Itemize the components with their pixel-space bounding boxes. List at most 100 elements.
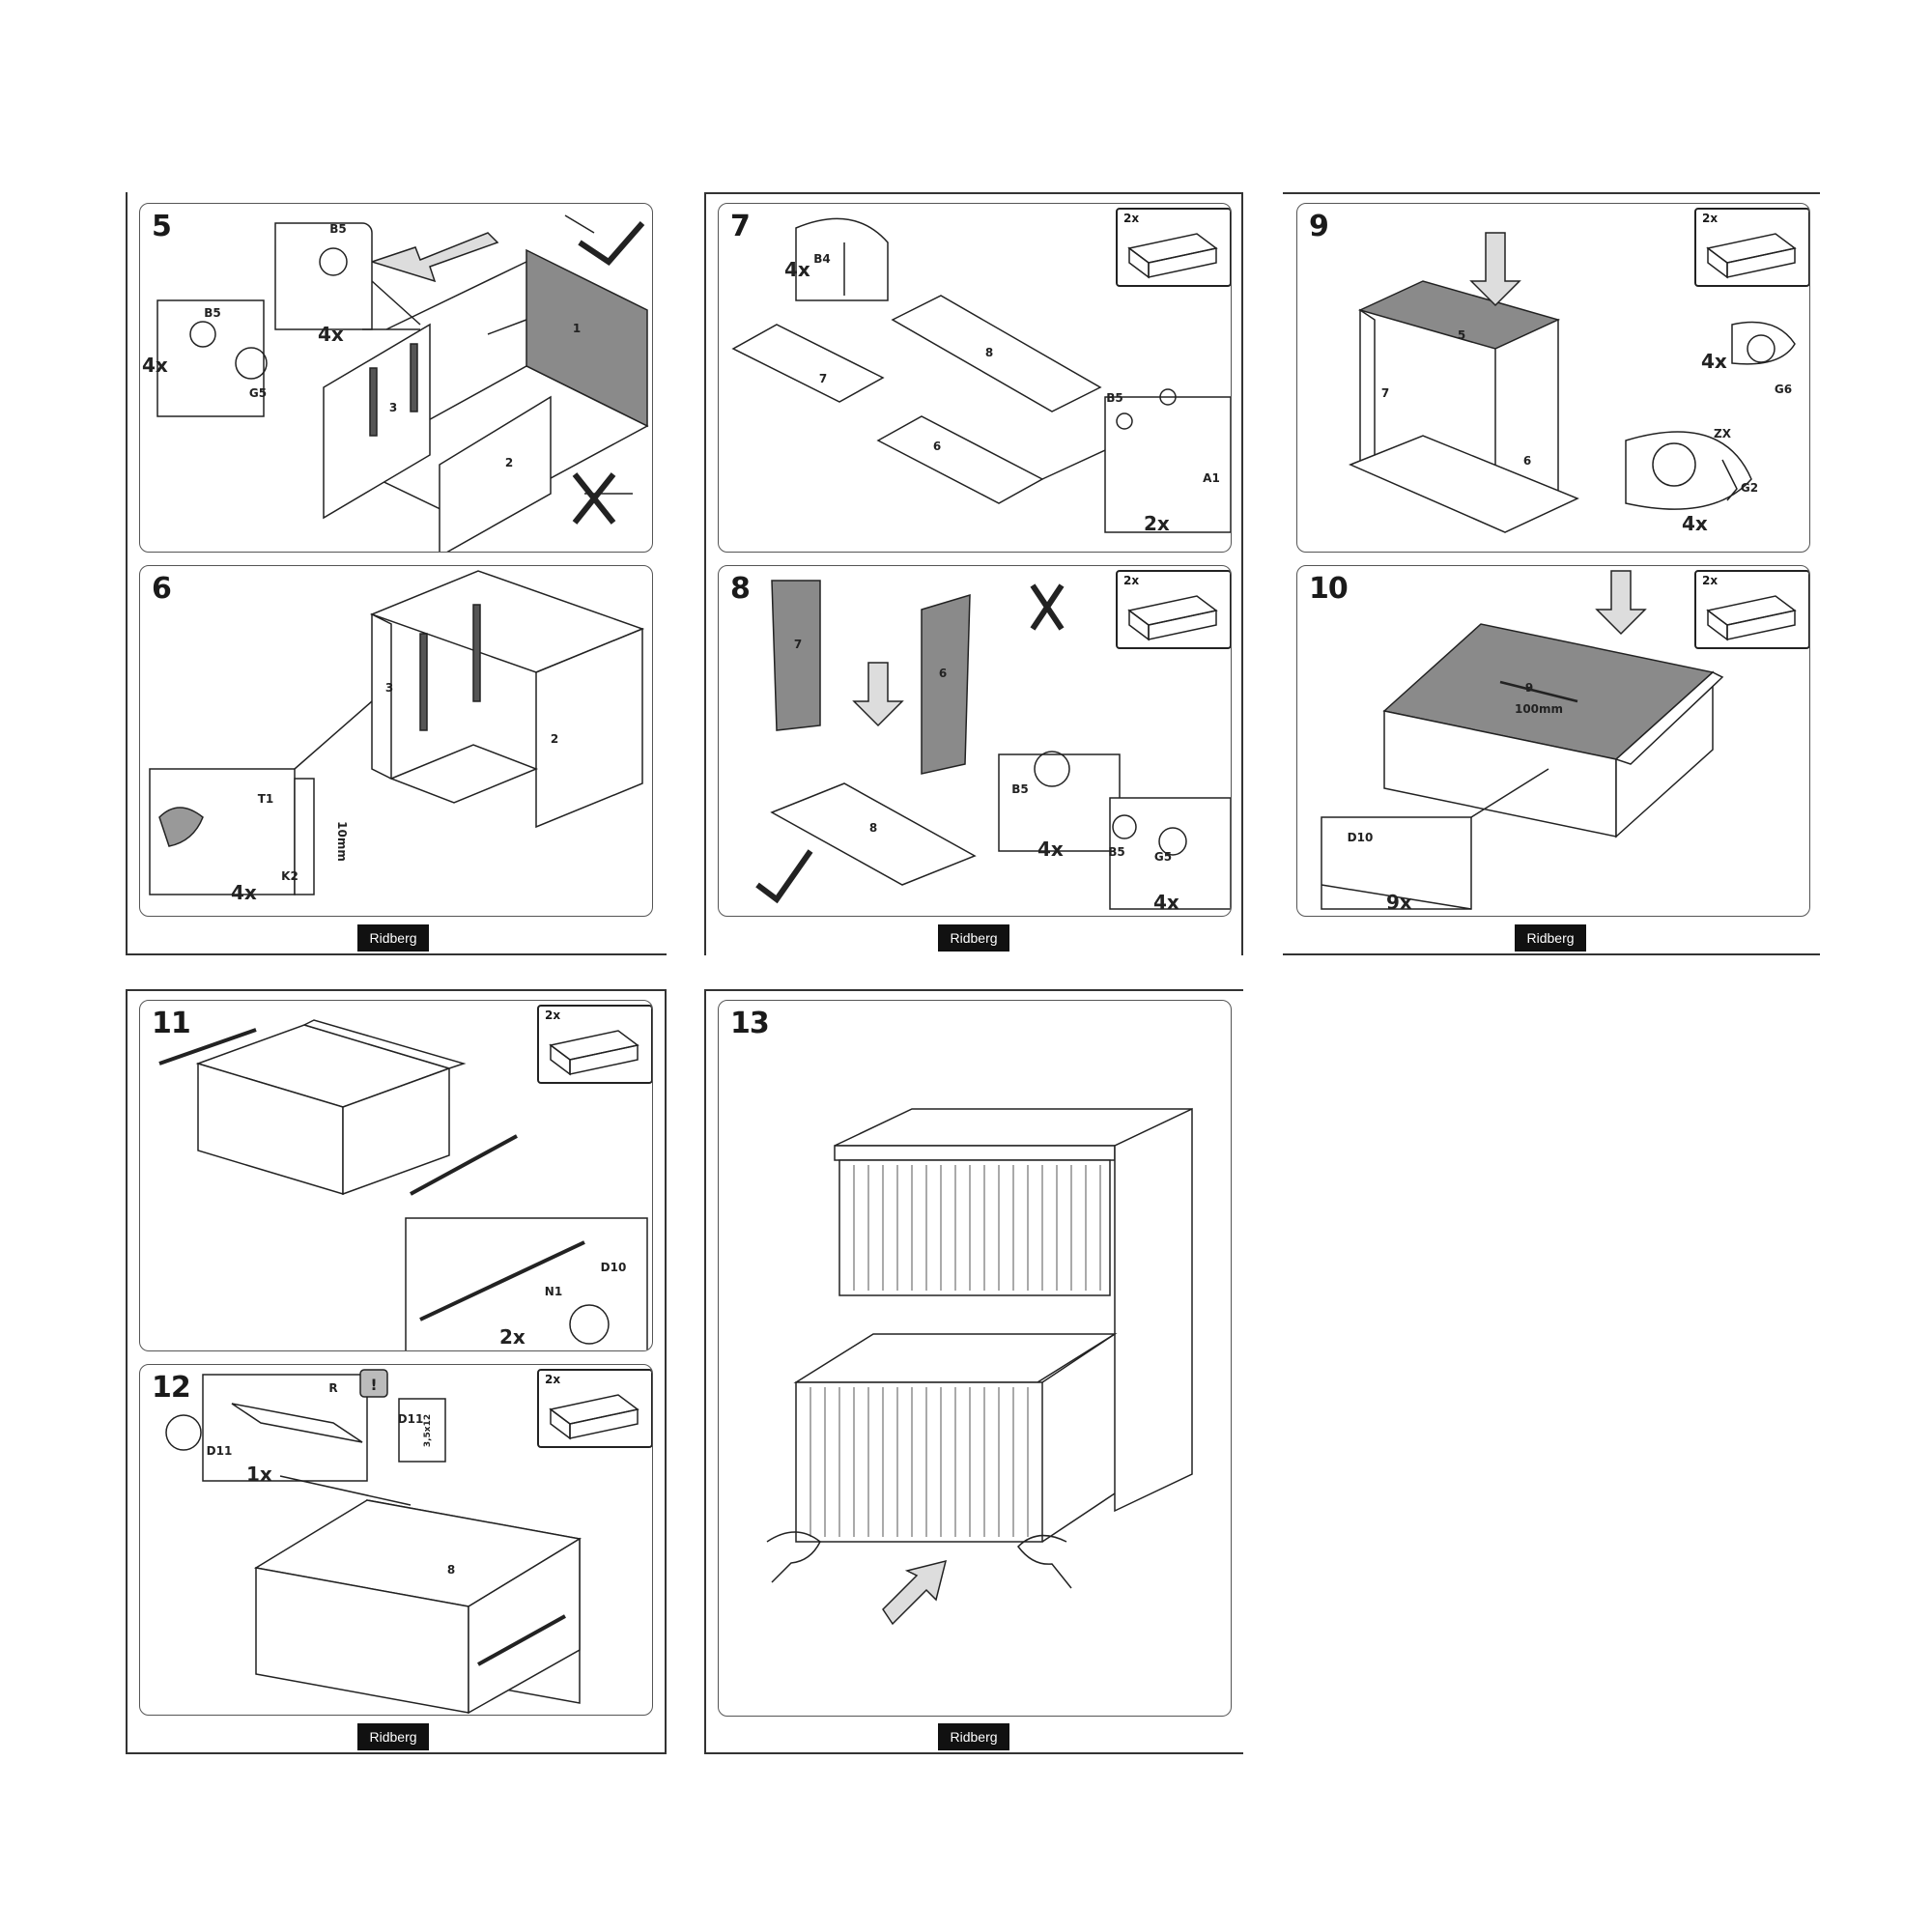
quantity-label: 2x [499,1325,526,1349]
step-number: 6 [152,572,172,606]
drawer-quantity-badge: 2x [537,1005,652,1084]
brand-logo: Ridberg [938,1723,1009,1750]
quantity-label: 1x [246,1463,272,1486]
part-label: 3 [389,401,397,414]
step-6-panel: 6 3 2 T1 K2 10mm 4x [139,565,653,917]
fitting-label: K2 [281,869,298,883]
step-number: 8 [730,572,751,606]
sheet-right-rule [1241,192,1243,955]
fitting-label: ZX [1714,427,1732,440]
drawer-icon [549,1394,639,1440]
quantity-label: 4x [1682,512,1708,535]
step-number: 11 [152,1007,191,1040]
brand-logo: Ridberg [357,924,429,952]
step-13-illustration [766,1107,1193,1626]
step-number: 12 [152,1371,191,1405]
sheet-top-rule [704,989,1243,991]
quantity-label: 9x [1386,891,1412,914]
fitting-label: B5 [1011,782,1029,796]
step-9-panel: 9 5 6 7 G6 ZX G2 [1296,203,1810,553]
part-label: R [328,1381,337,1395]
part-label: 2 [505,456,513,469]
measure-label: 10mm [335,821,349,862]
quantity-label: 4x [318,323,344,346]
part-label: 8 [447,1563,455,1577]
drawer-quantity: 2x [1702,574,1719,587]
step-6-illustration: 3 2 T1 K2 10mm 4x [149,570,645,904]
fitting-label: G5 [249,386,267,400]
brand-logo: Ridberg [1515,924,1586,952]
drawer-quantity-badge: 2x [1694,208,1809,287]
part-label: 8 [985,346,993,359]
drawer-quantity: 2x [1702,212,1719,225]
drawer-icon [1706,595,1797,641]
quantity-label: 4x [142,354,168,377]
part-label: 8 [869,821,877,835]
drawer-quantity-badge: 2x [537,1369,652,1448]
sheet-left-rule [704,989,706,1754]
part-label: 9 [1525,681,1533,695]
step-number: 9 [1309,210,1329,243]
brand-logo: Ridberg [357,1723,429,1750]
drawer-quantity: 2x [1123,574,1140,587]
sheet-right-rule [665,989,667,1754]
fitting-label: B4 [813,252,831,266]
brand-logo: Ridberg [938,924,1009,952]
sheet-bottom-rule [126,1752,667,1754]
instruction-sheet-e: 13 [704,989,1243,1754]
instruction-sheet-d: 11 N1 D10 2x 2x [126,989,667,1754]
sheet-top-rule [1283,192,1820,194]
sheet-left-rule [126,192,128,955]
fitting-label: N1 [545,1285,562,1298]
fitting-label: D11 [207,1444,233,1458]
step-8-illustration: 7 6 8 B5 B5 G5 4x 4x [755,580,1231,914]
part-label: 2 [551,732,558,746]
step-5-panel: 5 [139,203,653,553]
step-number: 13 [730,1007,770,1040]
drawer-icon [1706,233,1797,279]
sheet-left-rule [126,989,128,1754]
part-label: 5 [1458,328,1465,342]
part-label: 6 [933,440,941,453]
drawer-quantity-badge: 2x [1116,570,1231,649]
step-5-illustration: B5 B5 G5 1 2 3 4x 4x [142,214,649,552]
instruction-sheet-c: 9 5 6 7 G6 ZX G2 [1283,192,1820,955]
fitting-label: G2 [1741,481,1758,495]
drawer-quantity: 2x [1123,212,1140,225]
drawer-icon [549,1030,639,1076]
step-11-panel: 11 N1 D10 2x 2x [139,1000,653,1351]
quantity-label: 4x [784,258,810,281]
fitting-label: A1 [1203,471,1220,485]
step-10-illustration: 9 D10 100mm 9x [1321,570,1724,914]
measure-label: 100mm [1515,702,1563,716]
quantity-label: 4x [231,881,257,904]
sheet-top-rule [704,192,1243,194]
quantity-label: 4x [1701,350,1727,373]
drawer-icon [1127,595,1218,641]
step-7-panel: 7 B4 B5 A1 7 8 6 4x [718,203,1232,553]
fitting-label: B5 [204,306,221,320]
part-label: 6 [1523,454,1531,468]
step-12-panel: 12 R 8 D11 D11 ! 3,5x12 [139,1364,653,1716]
part-label: 3 [385,681,393,695]
step-9-illustration: 5 6 7 G6 ZX G2 4x 4x [1349,232,1796,535]
fitting-label: T1 [258,792,274,806]
drawer-quantity: 2x [545,1373,561,1386]
fitting-label: G5 [1154,850,1172,864]
step-10-panel: 10 9 D10 100mm 9x 2x [1296,565,1810,917]
step-7-illustration: B4 B5 A1 7 8 6 4x 2x [731,217,1231,535]
step-number: 5 [152,210,172,243]
drawer-quantity: 2x [545,1009,561,1022]
fitting-label: D10 [601,1261,627,1274]
part-label: 1 [573,322,581,335]
part-label: 7 [1381,386,1389,400]
warning-icon: ! [370,1376,377,1394]
step-12-illustration: R 8 D11 D11 ! 3,5x12 1x [165,1369,582,1715]
fitting-label: B5 [1108,845,1125,859]
instruction-sheet-a: 5 [126,192,667,955]
fitting-label: B5 [1106,391,1123,405]
quantity-label: 2x [1144,512,1170,535]
drawer-icon [1127,233,1218,279]
sheet-top-rule [126,989,667,991]
screw-spec-label: 3,5x12 [423,1414,433,1447]
